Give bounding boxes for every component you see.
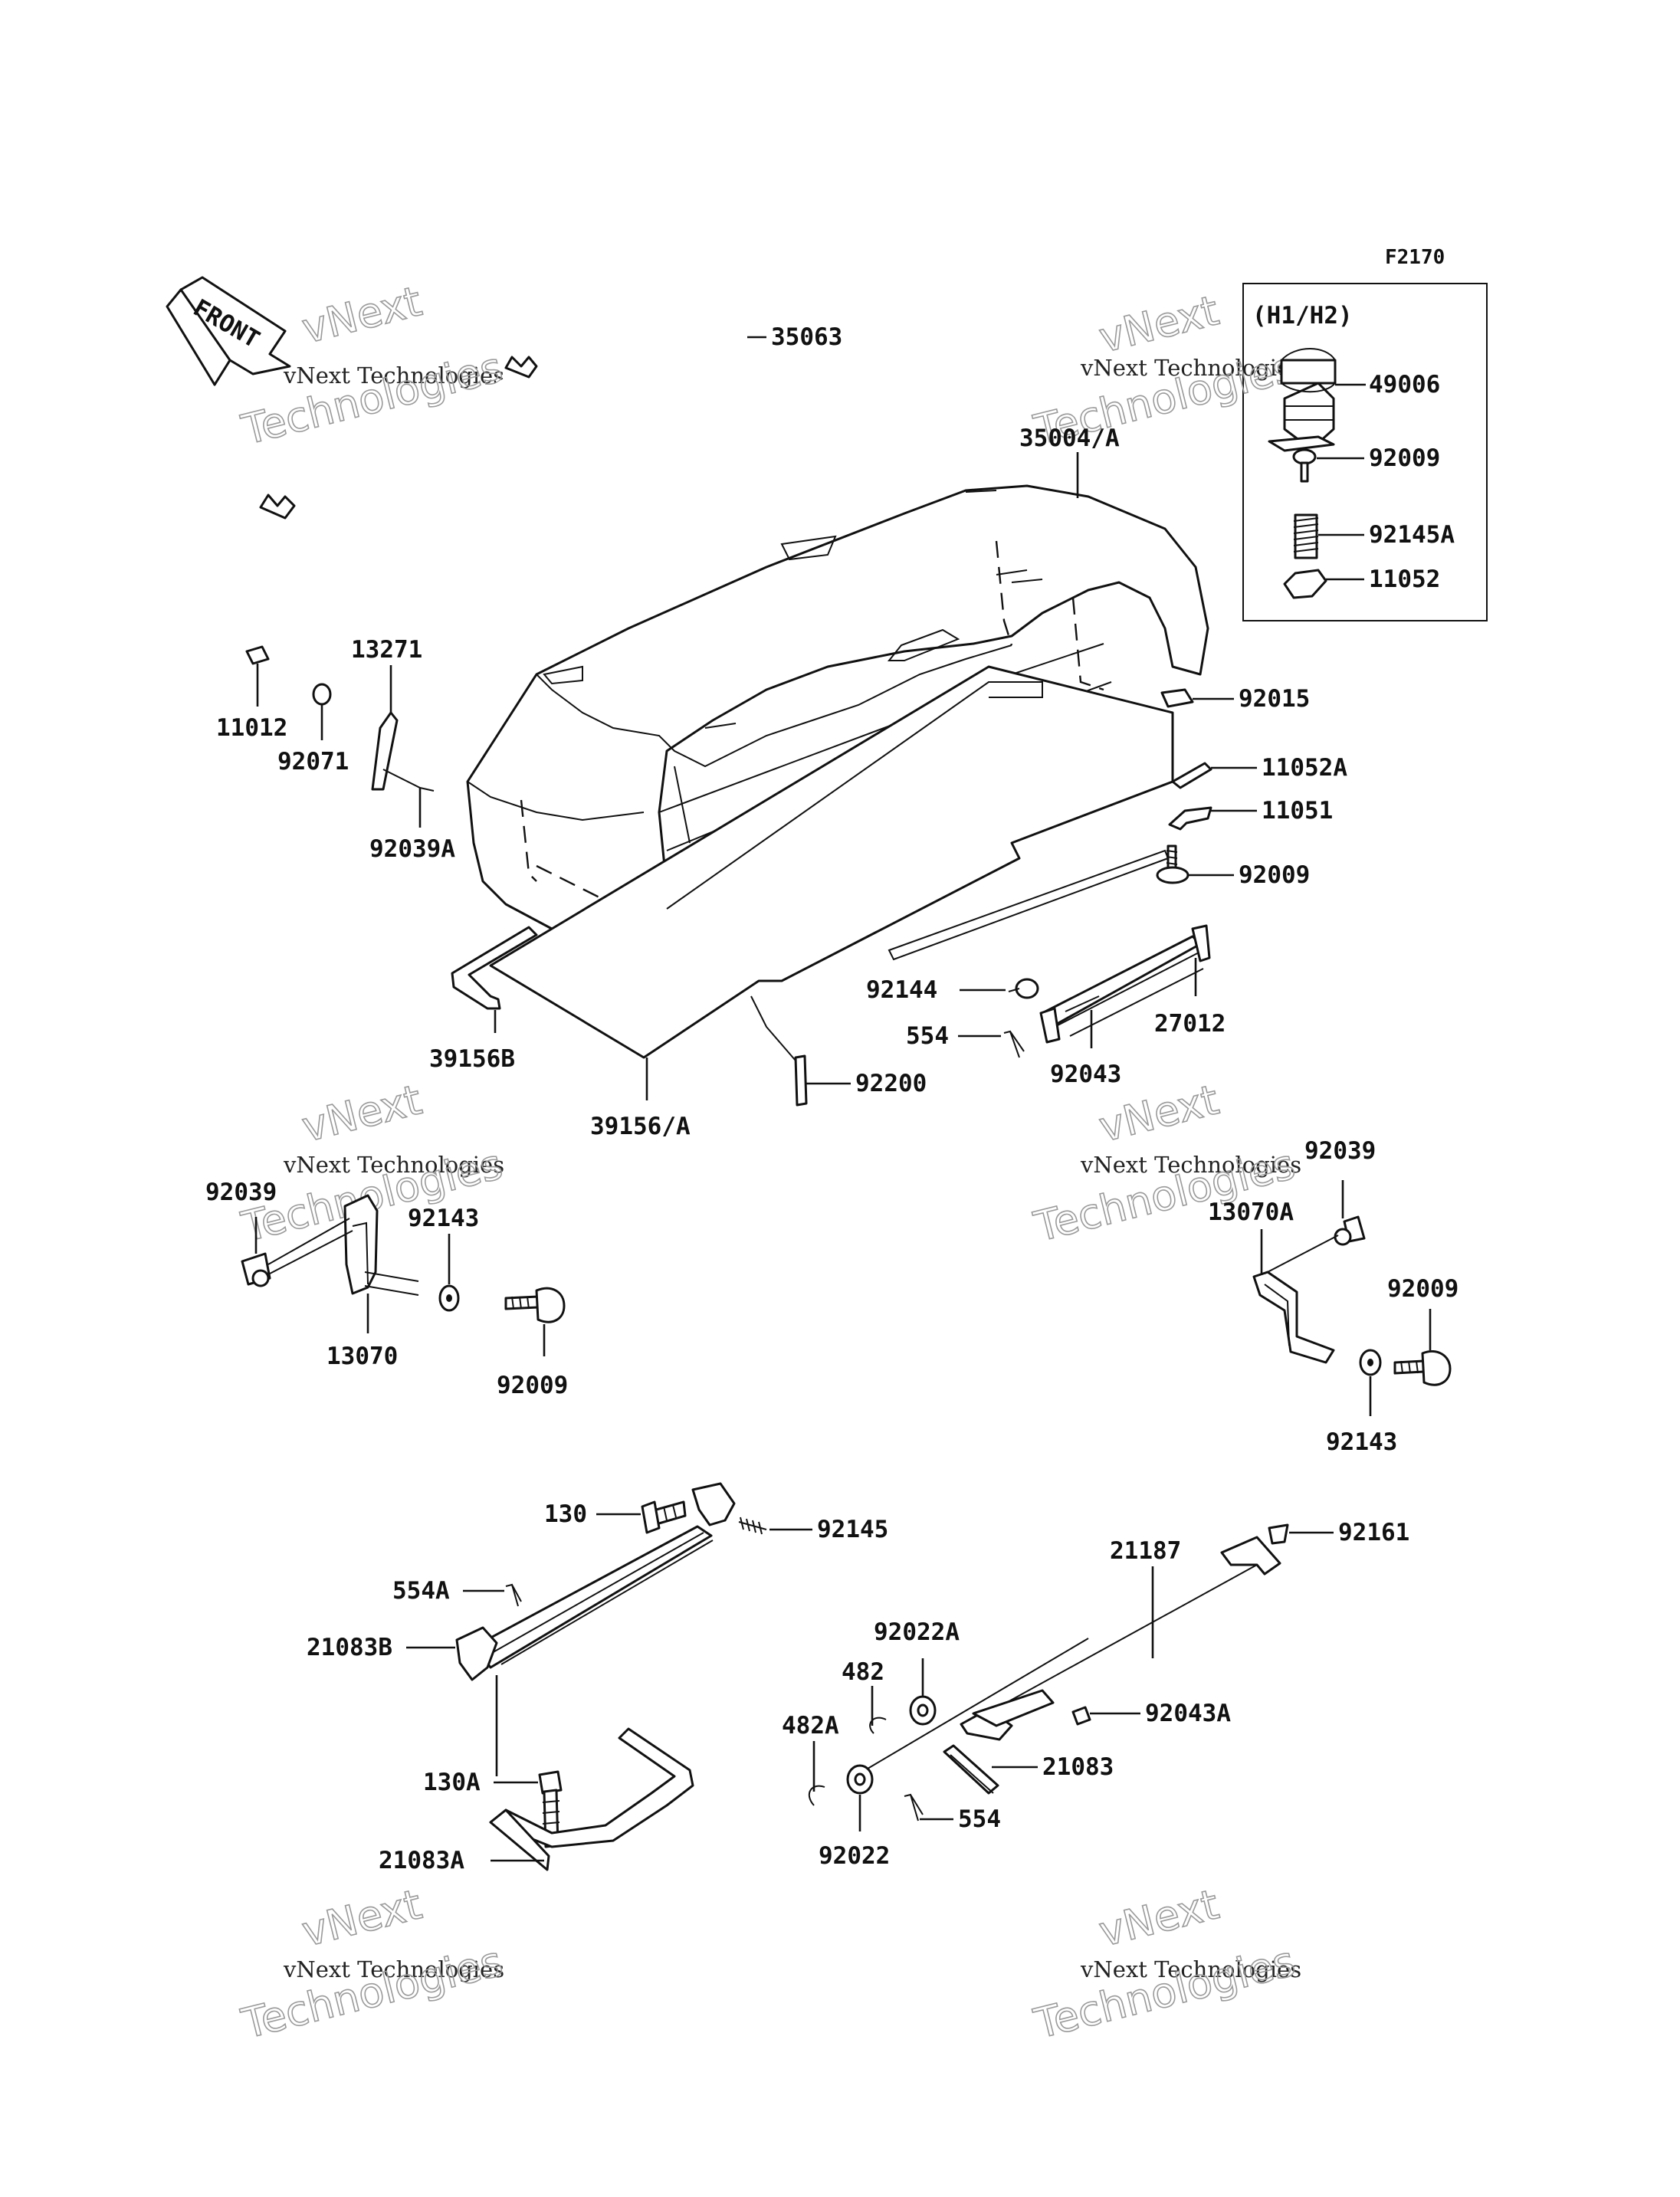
svg-text:vNext: vNext xyxy=(297,277,426,353)
label-554-top: 554 xyxy=(906,1022,949,1050)
label-13070A: 13070A xyxy=(1208,1199,1294,1226)
label-13271: 13271 xyxy=(351,636,422,664)
label-482A: 482A xyxy=(782,1712,839,1740)
variant-box xyxy=(1242,283,1488,621)
bolt-92009-right xyxy=(1393,1350,1452,1386)
label-92043A: 92043A xyxy=(1145,1700,1231,1727)
label-92022A: 92022A xyxy=(874,1618,960,1646)
bracket-21083A xyxy=(489,1727,694,1871)
variant-box-title: (H1/H2) xyxy=(1252,302,1353,330)
label-92022: 92022 xyxy=(819,1842,890,1870)
clip-92161 xyxy=(1268,1523,1289,1545)
label-554-bot: 554 xyxy=(958,1805,1001,1833)
label-35063: 35063 xyxy=(771,323,842,351)
strip-39156B xyxy=(451,926,538,1010)
svg-text:vNext Technologies: vNext Technologies xyxy=(283,1152,504,1178)
cotter-pin-554-bottom xyxy=(904,1793,924,1822)
svg-text:vNext Technologies: vNext Technologies xyxy=(283,1956,504,1982)
cotter-pin-554 xyxy=(1003,1030,1025,1058)
strap-92200 xyxy=(794,1054,808,1107)
svg-text:Technologies: Technologies xyxy=(237,1937,507,2048)
label-92039-r: 92039 xyxy=(1304,1137,1376,1165)
figure-code: F2170 xyxy=(1385,246,1445,269)
label-554A: 554A xyxy=(392,1577,450,1605)
svg-text:vNext: vNext xyxy=(297,1880,426,1956)
washer-92022A xyxy=(909,1695,937,1726)
latch-21083B xyxy=(455,1482,736,1681)
label-92009-rr: 92009 xyxy=(1387,1275,1459,1303)
clip-92039-left xyxy=(241,1252,271,1287)
label-21083: 21083 xyxy=(1042,1753,1114,1781)
label-92039A: 92039A xyxy=(369,835,455,863)
strap-11052A xyxy=(1171,762,1212,789)
front-arrow-icon: FRONT xyxy=(166,276,291,386)
label-21083B: 21083B xyxy=(307,1634,392,1661)
label-49006: 49006 xyxy=(1369,371,1440,398)
spring-92145 xyxy=(738,1517,767,1535)
label-130: 130 xyxy=(544,1500,587,1528)
label-92039-l: 92039 xyxy=(205,1179,277,1206)
label-92145A: 92145A xyxy=(1369,521,1455,549)
washer-92022 xyxy=(846,1764,874,1795)
clip-11052 xyxy=(1283,569,1327,599)
label-482: 482 xyxy=(842,1658,884,1686)
label-92200: 92200 xyxy=(855,1070,927,1097)
circlip-482A xyxy=(809,1785,825,1806)
spring-92145A xyxy=(1293,513,1319,559)
svg-text:vNext: vNext xyxy=(1094,286,1223,362)
damper-49006 xyxy=(1268,348,1337,452)
label-92043: 92043 xyxy=(1050,1061,1121,1088)
label-92009-l: 92009 xyxy=(497,1372,568,1399)
svg-text:vNext Technologies: vNext Technologies xyxy=(283,362,504,389)
label-11052: 11052 xyxy=(1369,566,1440,593)
label-21187: 21187 xyxy=(1110,1537,1181,1565)
svg-text:vNext: vNext xyxy=(1094,1880,1223,1956)
bracket-13271 xyxy=(371,711,399,791)
bracket-11051 xyxy=(1168,806,1212,831)
nut-92015 xyxy=(1160,688,1194,708)
bolt-92009-box xyxy=(1292,448,1317,483)
pin-92043A xyxy=(1071,1706,1091,1726)
label-11012: 11012 xyxy=(216,714,287,742)
label-92009-r: 92009 xyxy=(1239,861,1310,889)
label-92145: 92145 xyxy=(817,1516,888,1543)
bracket-13070A xyxy=(1252,1271,1335,1364)
clip-92039-right xyxy=(1334,1215,1366,1246)
washer-92143-left xyxy=(438,1284,460,1312)
washer-92143-right xyxy=(1359,1349,1382,1376)
cotter-pin-554A xyxy=(505,1583,522,1607)
label-92071: 92071 xyxy=(277,748,349,776)
svg-text:vNext Technologies: vNext Technologies xyxy=(1080,1152,1301,1178)
label-92009-box: 92009 xyxy=(1369,444,1440,472)
svg-text:vNext: vNext xyxy=(297,1075,426,1151)
grommet-92071 xyxy=(312,683,332,706)
label-35004A: 35004/A xyxy=(1019,425,1120,452)
rod-35063 xyxy=(179,304,749,653)
bolt-92009-left xyxy=(504,1287,566,1323)
svg-text:vNext Technologies: vNext Technologies xyxy=(1080,1956,1301,1982)
label-39156A: 39156/A xyxy=(590,1113,691,1140)
label-92161: 92161 xyxy=(1338,1519,1409,1546)
svg-text:Technologies: Technologies xyxy=(1029,1937,1300,2048)
label-92015: 92015 xyxy=(1239,685,1310,713)
label-92144: 92144 xyxy=(866,976,937,1004)
bumper-92144 xyxy=(1008,978,1039,999)
bracket-13070 xyxy=(343,1194,379,1295)
label-27012: 27012 xyxy=(1154,1010,1226,1038)
pin-92043 xyxy=(1065,995,1100,1012)
label-92143-r: 92143 xyxy=(1326,1428,1397,1456)
cap-11012 xyxy=(245,645,270,665)
label-13070: 13070 xyxy=(326,1343,398,1370)
label-11052A: 11052A xyxy=(1262,754,1347,782)
svg-text:vNext Technologies: vNext Technologies xyxy=(1080,355,1301,381)
bolt-130 xyxy=(641,1500,687,1534)
label-11051: 11051 xyxy=(1262,797,1333,825)
label-92143-l: 92143 xyxy=(408,1205,479,1232)
label-39156B: 39156B xyxy=(429,1045,515,1073)
label-130A: 130A xyxy=(423,1769,481,1796)
label-21083A: 21083A xyxy=(379,1847,464,1874)
lever-21083 xyxy=(867,1638,1089,1795)
